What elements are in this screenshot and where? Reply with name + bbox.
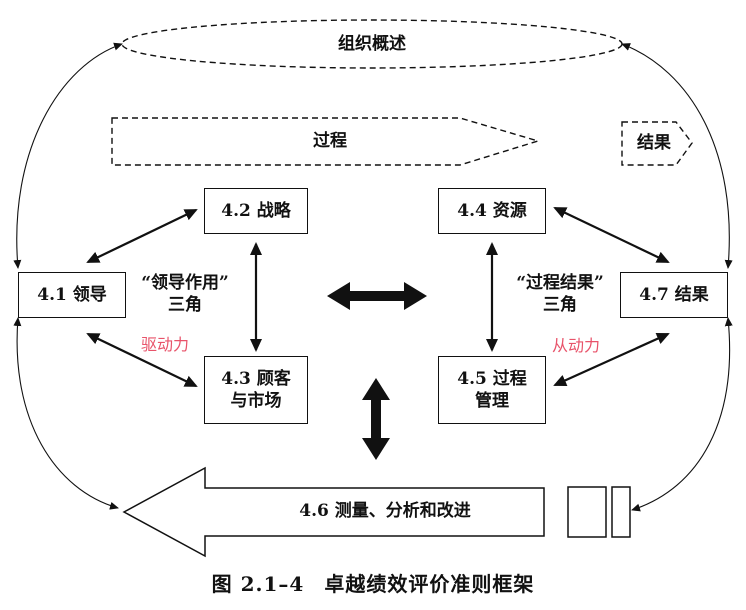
box-customer-market: 4.3 顾客 与市场 (204, 356, 308, 424)
curve-top-right (621, 43, 733, 269)
box-process-line2: 管理 (475, 391, 509, 411)
box-strategy-text: 4.2 战略 (221, 201, 291, 221)
box-leadership-text: 4.1 领导 (37, 285, 107, 305)
overview-label: 组织概述 (338, 34, 406, 54)
measurement-arrow (122, 466, 545, 558)
arrow-leadership-strategy (86, 209, 198, 263)
box-process-line1: 4.5 过程 (457, 369, 527, 389)
result-label: 结果 (637, 133, 671, 153)
arrow-measurement-link (362, 378, 390, 460)
driven-force-label: 从动力 (552, 336, 601, 355)
box-customer-line2: 与市场 (230, 391, 282, 411)
caption-number: 图 2.1–4 (211, 572, 305, 596)
box-leadership: 4.1 领导 (18, 272, 126, 318)
leadership-triangle-label: “领导作用” 三角 (126, 272, 244, 316)
process-result-triangle-line1: “过程结果” (516, 273, 604, 293)
process-arrow (111, 117, 541, 166)
arrow-triangles-link (327, 282, 427, 310)
caption-text: 卓越绩效评价准则框架 (324, 572, 535, 596)
result-block-2 (611, 486, 631, 538)
box-results-text: 4.7 结果 (639, 285, 709, 305)
result-block-1 (567, 486, 607, 538)
box-process-management: 4.5 过程 管理 (438, 356, 546, 424)
arrow-leadership-customer (86, 333, 198, 387)
arrow-resources-results (553, 207, 670, 263)
box-results: 4.7 结果 (620, 272, 728, 318)
curve-bottom-left (13, 317, 119, 510)
box-resources: 4.4 资源 (438, 188, 546, 234)
box-resources-text: 4.4 资源 (457, 201, 527, 221)
arrow-process-results (553, 332, 670, 387)
process-label: 过程 (313, 131, 347, 151)
curve-top-left (13, 42, 123, 269)
leadership-triangle-line2: 三角 (168, 295, 202, 315)
driving-force-label: 驱动力 (141, 335, 190, 354)
process-result-triangle-label: “过程结果” 三角 (500, 272, 620, 316)
measurement-label: 4.6 测量、分析和改进 (299, 501, 471, 521)
box-strategy: 4.2 战略 (204, 188, 308, 234)
box-customer-line1: 4.3 顾客 (221, 369, 291, 389)
leadership-triangle-line1: “领导作用” (141, 273, 229, 293)
figure-caption: 图 2.1–4 卓越绩效评价准则框架 (0, 568, 746, 597)
process-result-triangle-line2: 三角 (543, 295, 577, 315)
curve-bottom-right (631, 317, 733, 512)
